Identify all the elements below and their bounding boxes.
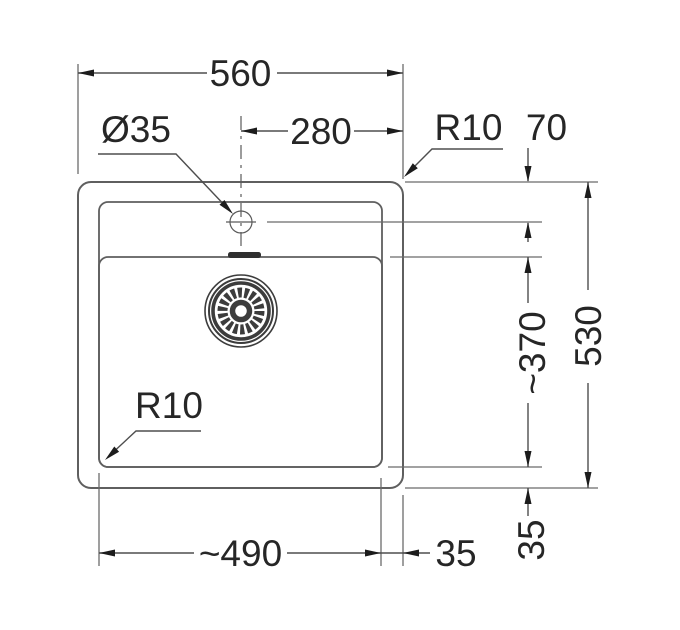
- dim-bowl-depth-label: ~370: [512, 311, 553, 394]
- arrow-up-icon: [524, 488, 532, 504]
- dim-hole-offset-x-label: 280: [290, 111, 352, 152]
- arrow-up-icon: [524, 222, 532, 238]
- arrow-right-icon: [387, 127, 403, 135]
- arrow-left-icon: [78, 69, 94, 77]
- arrow-left-icon: [403, 549, 419, 557]
- drain-ring-inner: [211, 281, 271, 341]
- dim-overall-depth: 530: [568, 182, 609, 488]
- leader-line: [107, 430, 201, 458]
- dim-hole-offset-y-label: 70: [526, 107, 567, 148]
- arrow-diagonal-icon: [219, 200, 233, 214]
- overflow-slot: [228, 252, 261, 258]
- arrow-up-icon: [584, 182, 592, 198]
- radius-top-label: R10: [435, 107, 503, 148]
- drain-strainer: [204, 274, 278, 348]
- drain-ring-outer: [204, 274, 278, 348]
- callout-hole-diameter: Ø35: [98, 109, 233, 214]
- leader-line: [405, 148, 503, 176]
- extension-lines: [77, 64, 598, 566]
- dim-overall-width: 560: [78, 53, 403, 94]
- dim-hole-offset-y: 70: [524, 107, 567, 242]
- drain-strainer-slots: [217, 287, 265, 335]
- dim-bowl-width-label: ~490: [199, 533, 282, 574]
- arrow-down-icon: [524, 166, 532, 182]
- dim-rim-right-label: 35: [435, 533, 476, 574]
- arrow-down-icon: [524, 451, 532, 467]
- dim-bowl-width: ~490: [99, 533, 381, 574]
- dim-bowl-depth: ~370: [512, 257, 553, 467]
- arrow-left-icon: [241, 127, 257, 135]
- arrow-down-icon: [584, 472, 592, 488]
- dim-rim-bottom-label: 35: [511, 519, 552, 560]
- arrow-diagonal-icon: [404, 163, 418, 177]
- arrow-diagonal-icon: [105, 446, 120, 460]
- dim-rim-right: 35: [381, 533, 477, 574]
- arrow-right-icon: [387, 69, 403, 77]
- drain-ring-mid: [208, 278, 274, 344]
- sink-outer-edge: [77, 181, 404, 489]
- faucet-hole: [226, 116, 256, 249]
- callout-radius-bowl: R10: [105, 385, 203, 460]
- arrow-right-icon: [365, 549, 381, 557]
- dim-hole-offset-x: 280: [241, 111, 403, 152]
- radius-bowl-label: R10: [135, 385, 203, 426]
- callout-radius-top: R10: [404, 107, 503, 177]
- dim-overall-depth-label: 530: [568, 305, 609, 367]
- sink-outline: [77, 181, 404, 489]
- arrow-left-icon: [99, 549, 115, 557]
- hole-diameter-label: Ø35: [101, 109, 171, 150]
- drain-hub: [229, 299, 253, 323]
- dim-overall-width-label: 560: [210, 53, 272, 94]
- arrow-up-icon: [524, 257, 532, 273]
- leader-line: [98, 153, 231, 212]
- dim-rim-bottom: 35: [511, 488, 552, 561]
